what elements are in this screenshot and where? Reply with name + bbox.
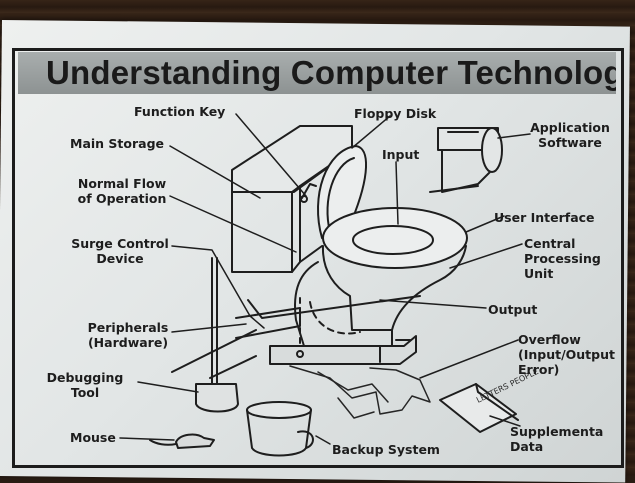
label-main-storage: Main Storage	[70, 136, 164, 151]
label-debugging-tool: Debugging Tool	[32, 370, 138, 400]
label-output: Output	[488, 302, 537, 317]
label-backup-system: Backup System	[332, 442, 440, 457]
label-overflow: Overflow (Input/Output Error)	[518, 332, 615, 377]
label-central-processing-unit: Central Processing Unit	[524, 236, 601, 281]
label-application-software: Application Software	[530, 120, 610, 150]
label-peripherals: Peripherals (Hardware)	[82, 320, 174, 350]
label-surge-control-device: Surge Control Device	[68, 236, 172, 266]
label-floppy-disk: Floppy Disk	[354, 106, 436, 121]
label-supplemental-data: Supplementa Data	[510, 424, 603, 454]
plunger	[196, 258, 238, 412]
label-normal-flow: Normal Flow of Operation	[72, 176, 172, 206]
floor-pipes	[172, 296, 420, 378]
label-function-key: Function Key	[134, 104, 225, 119]
toilet-base	[270, 336, 416, 364]
label-input: Input	[382, 147, 419, 162]
label-user-interface: User Interface	[494, 210, 595, 225]
label-mouse: Mouse	[70, 430, 116, 445]
toilet-paper-roll	[430, 128, 502, 192]
mouse-animal	[150, 435, 214, 448]
bucket	[247, 402, 313, 456]
